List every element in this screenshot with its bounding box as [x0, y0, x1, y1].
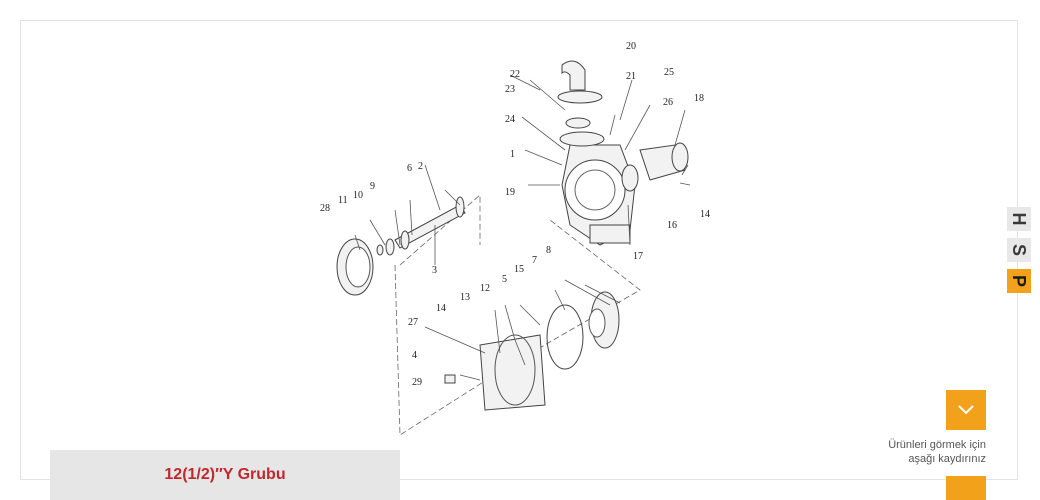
svg-text:15: 15 — [514, 264, 524, 275]
svg-text:18: 18 — [694, 93, 704, 104]
svg-text:10: 10 — [353, 190, 363, 201]
svg-text:9: 9 — [370, 181, 375, 192]
svg-text:27: 27 — [408, 317, 418, 328]
svg-text:20: 20 — [626, 41, 636, 52]
next-section-tab[interactable] — [946, 476, 986, 500]
svg-text:19: 19 — [505, 187, 515, 198]
logo-letter-s: S — [1007, 238, 1031, 262]
pulley — [336, 238, 374, 296]
product-title: 12(1/2)′′Y Grubu — [164, 466, 286, 483]
svg-text:2: 2 — [418, 161, 423, 172]
svg-text:23: 23 — [505, 84, 515, 95]
svg-text:12: 12 — [480, 283, 490, 294]
scroll-hint-line2: aşağı kaydırınız — [908, 453, 986, 465]
svg-text:5: 5 — [502, 274, 507, 285]
svg-text:26: 26 — [663, 97, 673, 108]
shaft-assembly — [376, 196, 466, 256]
svg-text:25: 25 — [664, 67, 674, 78]
svg-text:24: 24 — [505, 114, 515, 125]
front-cover — [444, 334, 546, 411]
svg-text:14: 14 — [700, 209, 710, 220]
exploded-parts-diagram: 22 23 24 1 19 20 21 25 26 18 14 16 17 6 … — [300, 35, 730, 445]
brand-logo[interactable]: H S P — [1004, 200, 1034, 300]
chevron-down-icon — [958, 405, 974, 415]
gasket — [621, 164, 639, 192]
svg-text:21: 21 — [626, 71, 636, 82]
svg-text:16: 16 — [667, 220, 677, 231]
scroll-down-button[interactable] — [946, 390, 986, 430]
svg-text:14: 14 — [436, 303, 446, 314]
parts-diagram-svg: 22 23 24 1 19 20 21 25 26 18 14 16 17 6 … — [320, 41, 710, 436]
svg-text:22: 22 — [510, 69, 520, 80]
logo-letter-h: H — [1007, 207, 1031, 231]
product-title-box: 12(1/2)′′Y Grubu — [50, 450, 400, 500]
svg-text:29: 29 — [412, 377, 422, 388]
impeller — [588, 291, 620, 349]
svg-text:1: 1 — [510, 149, 515, 160]
svg-text:6: 6 — [407, 163, 412, 174]
svg-text:4: 4 — [412, 350, 417, 361]
pump-housing — [561, 144, 636, 246]
svg-text:13: 13 — [460, 292, 470, 303]
svg-text:11: 11 — [338, 195, 348, 206]
svg-text:7: 7 — [532, 255, 537, 266]
shaft-group-outline — [399, 194, 481, 266]
svg-text:8: 8 — [546, 245, 551, 256]
svg-text:3: 3 — [432, 265, 437, 276]
svg-text:17: 17 — [633, 251, 643, 262]
svg-text:28: 28 — [320, 203, 330, 214]
inlet-nozzle — [639, 142, 689, 181]
cover-gasket — [546, 304, 584, 370]
scroll-hint-line1: Ürünleri görmek için — [888, 439, 986, 451]
scroll-hint: Ürünleri görmek için aşağı kaydırınız — [786, 438, 986, 466]
discharge-elbow — [557, 60, 605, 147]
logo-letter-p: P — [1007, 269, 1031, 293]
